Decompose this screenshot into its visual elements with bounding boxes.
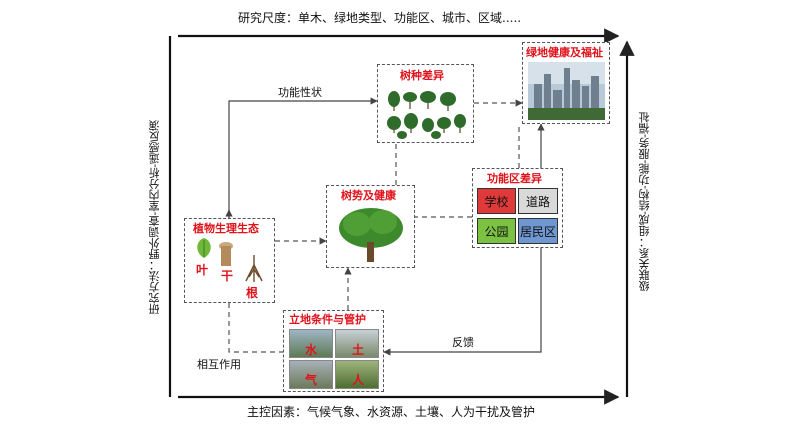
interaction-label: 相互作用	[197, 358, 241, 371]
feedback-label: 反馈	[452, 336, 474, 349]
city-skyline-image	[528, 62, 605, 120]
trunk-icon	[219, 242, 233, 266]
tree-species-node: 树种差异	[377, 64, 474, 143]
zone-park: 公园	[477, 218, 516, 244]
leaf-icon	[197, 238, 211, 258]
top-axis-label: 研究尺度：单木、绿地类型、功能区、城市、区域.....	[238, 11, 522, 25]
tree-species-title: 树种差异	[400, 69, 444, 82]
plant-physiology-title: 植物生理生态	[193, 222, 259, 235]
soil-photo	[335, 329, 379, 358]
plant-physiology-node: 植物生理生态 叶 干 根	[184, 218, 275, 303]
leaf-label: 叶	[196, 263, 209, 277]
feedback-arrow	[383, 248, 542, 356]
human-photo	[335, 360, 379, 389]
functional-zone-title: 功能区差异	[487, 172, 542, 185]
bottom-axis-label: 主控因素：气候气象、水资源、土壤、人为干扰及管护	[247, 405, 536, 419]
tree-species-icons	[387, 91, 466, 139]
water-photo	[289, 329, 333, 358]
human-label: 人	[352, 373, 365, 387]
zone-residential: 居民区	[518, 218, 558, 244]
trunk-label: 干	[221, 269, 234, 283]
functional-zone-node: 功能区差异 学校 道路 公园 居民区	[472, 168, 563, 248]
tree-vigor-node: 树势及健康	[326, 185, 415, 268]
tree-vigor-title: 树势及健康	[341, 189, 396, 202]
zone-road: 道路	[518, 188, 558, 214]
left-axis-label: 研究方法：野外调查-室内分析-遥感反演	[148, 120, 161, 315]
air-label: 气	[305, 373, 318, 387]
site-conditions-node: 立地条件与管护 水 土 气 人	[283, 310, 384, 392]
big-tree-icon	[339, 208, 403, 262]
green-health-node: 绿地健康及福祉	[522, 42, 610, 124]
air-photo	[289, 360, 333, 389]
interaction-connector	[228, 303, 283, 353]
soil-label: 土	[352, 343, 365, 357]
green-health-title: 绿地健康及福祉	[526, 46, 603, 59]
root-label: 根	[246, 286, 259, 300]
zone-school: 学校	[477, 188, 516, 214]
site-conditions-title: 立地条件与管护	[289, 313, 366, 326]
functional-traits-label: 功能性状	[278, 86, 322, 99]
right-axis-label: 级联关系：组成-结构-功能-服务-福祉	[638, 112, 651, 292]
water-label: 水	[305, 343, 318, 357]
functional-traits-arrow	[228, 97, 378, 218]
root-icon	[245, 255, 263, 282]
